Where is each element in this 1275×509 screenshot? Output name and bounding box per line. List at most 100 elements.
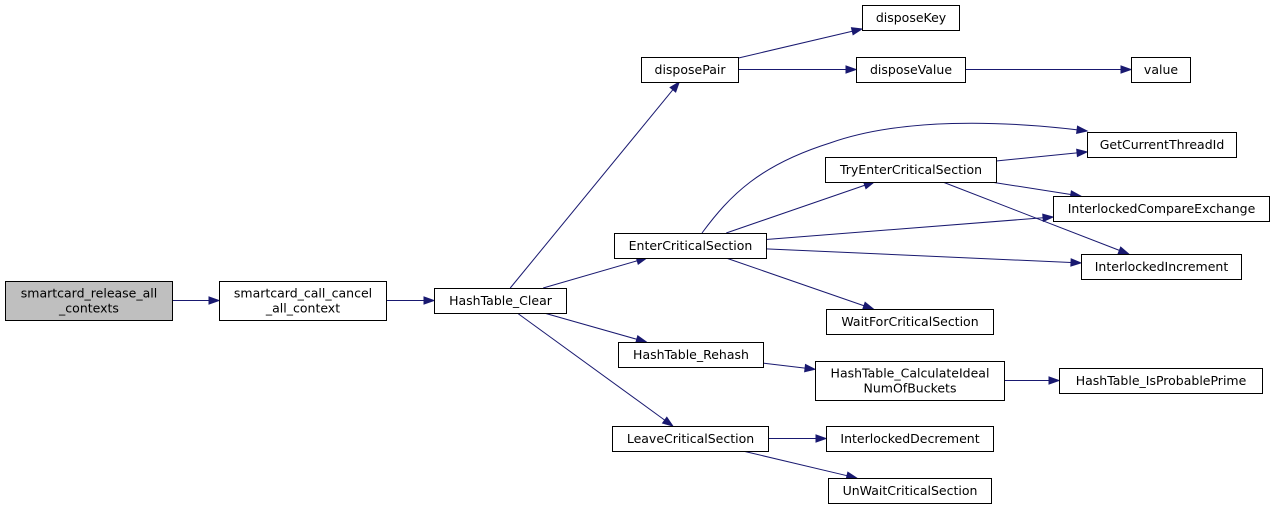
edge-smartcard_release_all_contexts-to-smartcard_call_cancel_all_context <box>172 296 221 305</box>
edges-layer <box>172 27 1133 480</box>
edge-HashTable_Rehash-to-HashTable_CalculateIdealNumOfBuckets <box>762 362 817 373</box>
node-box <box>825 157 997 183</box>
edge-arrowhead <box>669 80 681 93</box>
edge-arrowhead <box>661 416 674 427</box>
node-box <box>434 288 567 314</box>
edge-line <box>762 362 806 369</box>
nodes-layer: smartcard_release_all_contextssmartcard_… <box>5 5 1270 504</box>
edge-EnterCriticalSection-to-InterlockedIncrement <box>765 248 1083 267</box>
node-label: NumOfBuckets <box>864 381 957 396</box>
node-box <box>5 281 173 321</box>
node-box <box>1131 57 1191 83</box>
node-box <box>1081 254 1242 280</box>
edge-arrowhead <box>1042 213 1055 223</box>
node-box <box>862 5 960 31</box>
edge-EnterCriticalSection-to-TryEnterCriticalSection <box>726 181 876 234</box>
edge-EnterCriticalSection-to-GetCurrentThreadId <box>701 122 1089 234</box>
node-label: HashTable_CalculateIdeal <box>831 366 990 381</box>
node-InterlockedCompareExchange[interactable]: InterlockedCompareExchange <box>1053 196 1270 222</box>
node-box <box>856 57 966 83</box>
edge-line <box>543 260 638 289</box>
edge-arrowhead <box>1070 258 1083 267</box>
node-box <box>219 281 387 321</box>
node-disposeKey[interactable]: disposeKey <box>862 5 960 31</box>
edge-line <box>543 312 637 340</box>
node-EnterCriticalSection[interactable]: EnterCriticalSection <box>614 233 767 259</box>
node-disposeValue[interactable]: disposeValue <box>856 57 966 83</box>
edge-TryEnterCriticalSection-to-InterlockedIncrement <box>942 181 1131 255</box>
edge-arrowhead <box>804 363 817 373</box>
node-label: HashTable_Clear <box>449 293 553 308</box>
node-box <box>1059 368 1263 394</box>
node-label: HashTable_IsProbablePrime <box>1076 373 1247 388</box>
node-label: smartcard_release_all <box>21 286 157 301</box>
edge-HashTable_Clear-to-LeaveCriticalSection <box>516 312 674 427</box>
edge-line <box>765 248 1072 263</box>
node-box <box>815 361 1005 401</box>
edge-EnterCriticalSection-to-InterlockedCompareExchange <box>765 213 1055 241</box>
node-label: value <box>1144 62 1178 77</box>
edge-line <box>509 89 674 289</box>
node-disposePair[interactable]: disposePair <box>641 57 739 83</box>
node-smartcard_release_all_contexts[interactable]: smartcard_release_all_contexts <box>5 281 173 321</box>
node-label: WaitForCriticalSection <box>841 314 978 329</box>
edge-TryEnterCriticalSection-to-GetCurrentThreadId <box>995 148 1089 162</box>
node-HashTable_Rehash[interactable]: HashTable_Rehash <box>618 342 764 368</box>
edge-HashTable_CalculateIdealNumOfBuckets-to-HashTable_IsProbablePrime <box>1004 376 1061 385</box>
node-UnWaitCriticalSection[interactable]: UnWaitCriticalSection <box>828 478 992 504</box>
edge-HashTable_Clear-to-HashTable_Rehash <box>543 312 648 344</box>
node-box <box>828 478 992 504</box>
edge-disposePair-to-disposeValue <box>738 65 858 74</box>
edge-HashTable_Clear-to-EnterCriticalSection <box>543 256 649 289</box>
node-box <box>612 426 769 452</box>
node-label: _all_context <box>265 301 340 316</box>
node-box <box>641 57 739 83</box>
node-value[interactable]: value <box>1131 57 1191 83</box>
edge-line <box>725 257 865 307</box>
node-box <box>826 426 994 452</box>
node-label: InterlockedIncrement <box>1095 259 1229 274</box>
edge-line <box>737 30 853 59</box>
edge-arrowhead <box>208 296 221 305</box>
node-label: disposeKey <box>876 10 947 25</box>
node-label: TryEnterCriticalSection <box>839 162 982 177</box>
edge-line <box>701 122 1088 234</box>
edge-line <box>742 450 848 477</box>
node-box <box>826 309 994 335</box>
edge-line <box>995 152 1078 162</box>
node-label: InterlockedDecrement <box>840 431 979 446</box>
edge-arrowhead <box>1120 65 1133 74</box>
edge-line <box>765 217 1044 241</box>
node-WaitForCriticalSection[interactable]: WaitForCriticalSection <box>826 309 994 335</box>
node-box <box>618 342 764 368</box>
node-HashTable_IsProbablePrime[interactable]: HashTable_IsProbablePrime <box>1059 368 1263 394</box>
edge-EnterCriticalSection-to-WaitForCriticalSection <box>725 257 875 310</box>
edge-arrowhead <box>862 301 875 310</box>
node-label: InterlockedCompareExchange <box>1068 201 1256 216</box>
node-InterlockedIncrement[interactable]: InterlockedIncrement <box>1081 254 1242 280</box>
edge-LeaveCriticalSection-to-InterlockedDecrement <box>768 434 828 443</box>
edge-line <box>990 181 1071 195</box>
node-TryEnterCriticalSection[interactable]: TryEnterCriticalSection <box>825 157 997 183</box>
edge-arrowhead <box>845 65 858 74</box>
edge-arrowhead <box>635 334 648 344</box>
node-smartcard_call_cancel_all_context[interactable]: smartcard_call_cancel_all_context <box>219 281 387 321</box>
node-label: _contexts <box>58 301 119 316</box>
node-box <box>614 233 767 259</box>
edge-arrowhead <box>1076 148 1089 158</box>
edge-LeaveCriticalSection-to-UnWaitCriticalSection <box>742 450 859 480</box>
edge-TryEnterCriticalSection-to-InterlockedCompareExchange <box>990 181 1083 199</box>
node-box <box>1087 132 1237 158</box>
node-HashTable_Clear[interactable]: HashTable_Clear <box>434 288 567 314</box>
edge-arrowhead <box>1076 125 1089 134</box>
node-LeaveCriticalSection[interactable]: LeaveCriticalSection <box>612 426 769 452</box>
edge-HashTable_Clear-to-disposePair <box>509 80 681 289</box>
node-InterlockedDecrement[interactable]: InterlockedDecrement <box>826 426 994 452</box>
node-label: HashTable_Rehash <box>633 347 749 362</box>
node-box <box>1053 196 1270 222</box>
edge-line <box>516 312 665 421</box>
node-GetCurrentThreadId[interactable]: GetCurrentThreadId <box>1087 132 1237 158</box>
edge-arrowhead <box>850 27 864 36</box>
